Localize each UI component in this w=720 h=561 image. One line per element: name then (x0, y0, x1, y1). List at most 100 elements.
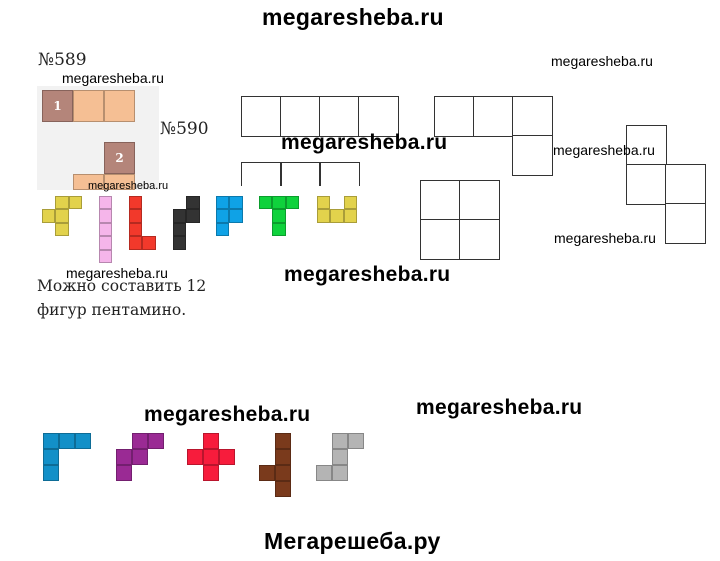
pentomino-Y-cell (275, 465, 291, 481)
pentomino-L-cell (129, 196, 143, 210)
block-cell (73, 174, 104, 190)
watermark: megaresheba.ru (554, 230, 656, 246)
pentomino-N-cell (173, 236, 187, 250)
watermark: megaresheba.ru (416, 396, 583, 419)
watermark: megaresheba.ru (88, 180, 169, 192)
task-590-label: №590 (160, 119, 209, 139)
watermark: megaresheba.ru (281, 131, 448, 154)
grid-cell (358, 96, 399, 137)
pentomino-I-cell (99, 196, 113, 210)
pentomino-V-cell (75, 433, 91, 449)
pentomino-Z-cell (332, 433, 348, 449)
watermark: megaresheba.ru (144, 403, 311, 426)
pentomino-V-cell (43, 449, 59, 465)
pentomino-N-cell (173, 209, 187, 223)
pentomino-I-cell (99, 249, 113, 263)
pentomino-L-cell (142, 236, 156, 250)
pentomino-W-cell (116, 449, 132, 465)
block-cell: 2 (104, 142, 135, 174)
block-cell (104, 174, 135, 190)
grid-cell (420, 180, 461, 221)
pentomino-N-cell (186, 196, 200, 210)
pentomino-F-cell (55, 222, 69, 237)
grid-cell (459, 180, 500, 221)
pentomino-V-cell (43, 433, 59, 449)
block-cell (104, 90, 135, 122)
pentomino-F-cell (42, 209, 56, 223)
pentomino-Z-cell (316, 465, 332, 481)
watermark: megaresheba.ru (284, 263, 451, 286)
pentomino-T-cell (272, 196, 286, 210)
watermark: megaresheba.ru (62, 70, 164, 86)
pentomino-Z-cell (348, 433, 364, 449)
pentomino-I-cell (99, 222, 113, 237)
grid-cell (473, 96, 514, 137)
grid-cell (420, 219, 461, 260)
pentomino-F-cell (55, 209, 69, 223)
bracket-cell (319, 162, 360, 186)
grid-cell (665, 164, 706, 205)
grid-cell (512, 135, 553, 176)
grid-cell (626, 125, 667, 166)
watermark: megaresheba.ru (551, 53, 653, 69)
pentomino-Z-cell (332, 465, 348, 481)
watermark: megaresheba.ru (553, 142, 655, 158)
answer-line-1: Можно составить 12 (37, 277, 207, 295)
pentomino-T-cell (272, 222, 286, 237)
pentomino-P-cell (229, 196, 243, 210)
pentomino-F-cell (68, 196, 83, 210)
footer-site-title: Мегарешеба.ру (264, 528, 441, 554)
pentomino-U-cell (317, 196, 331, 210)
block-cell (73, 90, 104, 122)
grid-cell (665, 203, 706, 244)
pentomino-X-cell (219, 449, 235, 465)
pentomino-L-cell (129, 209, 143, 223)
pentomino-W-cell (132, 433, 148, 449)
pentomino-W-cell (116, 465, 132, 481)
grid-cell (434, 96, 475, 137)
pentomino-Y-cell (275, 449, 291, 465)
pentomino-I-cell (99, 236, 113, 250)
pentomino-X-cell (203, 433, 219, 449)
answer-line-2: фигур пентамино. (37, 301, 187, 319)
pentomino-I-cell (99, 209, 113, 223)
pentomino-V-cell (43, 465, 59, 481)
pentomino-Y-cell (275, 433, 291, 449)
pentomino-T-cell (272, 209, 286, 223)
pentomino-U-cell (343, 196, 358, 210)
pentomino-F-cell (55, 196, 69, 210)
pentomino-X-cell (203, 465, 219, 481)
grid-cell (459, 219, 500, 260)
pentomino-X-cell (203, 449, 219, 465)
pentomino-L-cell (129, 236, 143, 250)
bracket-cell (280, 162, 321, 186)
pentomino-P-cell (216, 209, 230, 223)
pentomino-Y-cell (275, 481, 291, 497)
pentomino-T-cell (259, 196, 273, 210)
pentomino-W-cell (148, 433, 164, 449)
grid-cell (512, 96, 553, 137)
pentomino-W-cell (132, 449, 148, 465)
pentomino-U-cell (317, 209, 331, 223)
pentomino-P-cell (216, 222, 230, 237)
pentomino-U-cell (343, 209, 358, 223)
pentomino-N-cell (186, 209, 200, 223)
pentomino-U-cell (330, 209, 344, 223)
pentomino-P-cell (229, 209, 243, 223)
header-site-title: megaresheba.ru (262, 4, 444, 30)
bracket-cell (241, 162, 282, 186)
pentomino-L-cell (129, 222, 143, 237)
pentomino-X-cell (187, 449, 203, 465)
pentomino-N-cell (173, 222, 187, 237)
grid-cell (626, 164, 667, 205)
pentomino-Z-cell (332, 449, 348, 465)
block-cell: 1 (42, 90, 73, 122)
pentomino-V-cell (59, 433, 75, 449)
task-589-label: №589 (38, 50, 87, 70)
pentomino-T-cell (285, 196, 300, 210)
pentomino-P-cell (216, 196, 230, 210)
watermark: megaresheba.ru (66, 265, 168, 281)
grid-cell (241, 96, 282, 137)
pentomino-Y-cell (259, 465, 275, 481)
